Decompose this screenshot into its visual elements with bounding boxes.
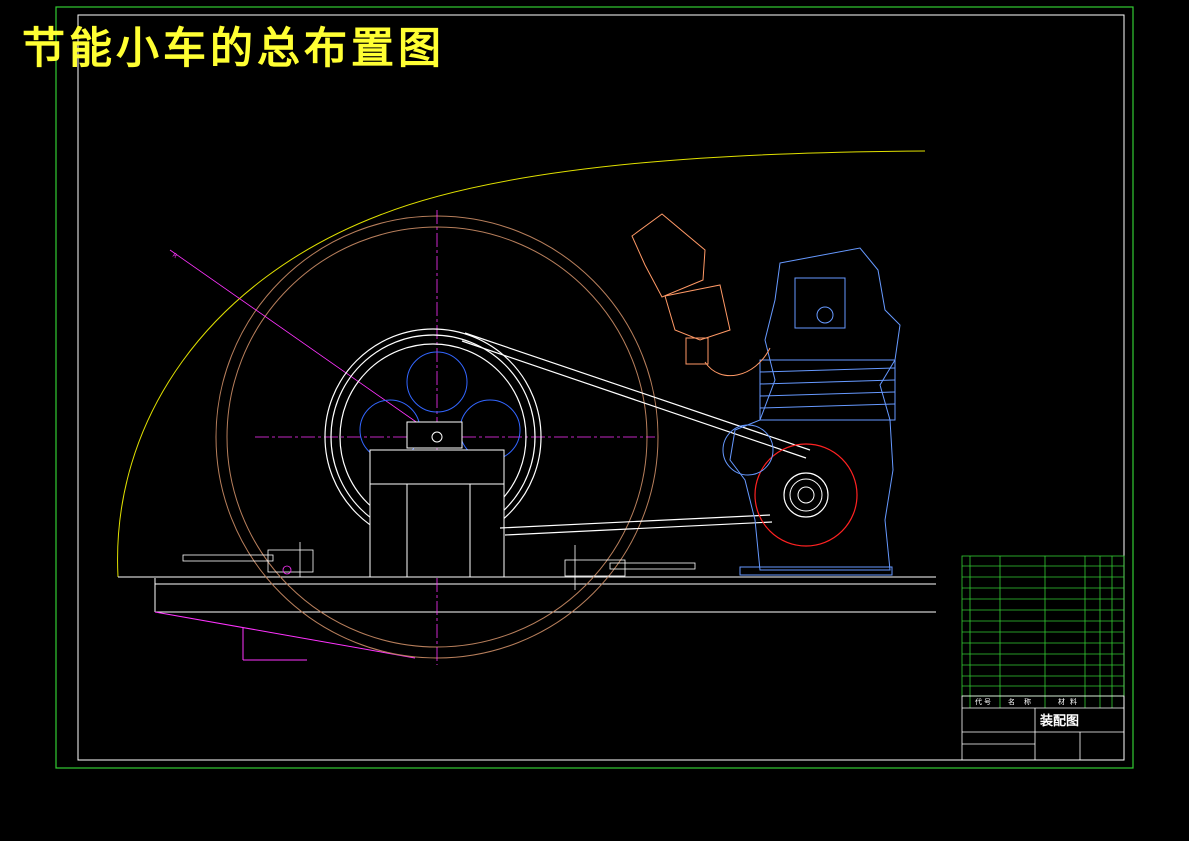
parts-list-header-6: 料 bbox=[1070, 697, 1077, 706]
rear-mount-left bbox=[182, 542, 314, 577]
carburetor-intake bbox=[631, 213, 771, 377]
drawing-title: 节能小车的总布置图 bbox=[22, 24, 445, 74]
front-fairing bbox=[154, 611, 416, 661]
engine bbox=[722, 247, 901, 576]
fastener-left bbox=[282, 565, 292, 575]
drive-pulley bbox=[754, 443, 858, 547]
outer-border bbox=[55, 6, 1134, 769]
inner-border bbox=[77, 14, 1125, 761]
dimension-leader bbox=[169, 249, 433, 434]
title-block-drawing-name: 装配图 bbox=[1039, 713, 1079, 729]
chassis-plate bbox=[154, 578, 936, 613]
roller-top bbox=[406, 351, 468, 413]
body-shell-outline bbox=[117, 150, 926, 578]
axle-support-stand bbox=[369, 421, 505, 578]
parts-list-header-3: 名 bbox=[1008, 697, 1015, 706]
rear-mount-right bbox=[564, 545, 696, 590]
parts-list-header-1: 代 bbox=[975, 697, 982, 706]
title-block bbox=[961, 695, 1125, 761]
parts-list-header-4: 称 bbox=[1024, 697, 1031, 706]
drive-belt bbox=[461, 332, 811, 536]
parts-list-header-2: 号 bbox=[984, 698, 991, 706]
wheel-centerlines bbox=[255, 210, 655, 665]
parts-list-grid bbox=[961, 555, 1125, 708]
parts-list-header-5: 材 bbox=[1058, 697, 1065, 706]
dimension-label: R bbox=[171, 252, 178, 260]
